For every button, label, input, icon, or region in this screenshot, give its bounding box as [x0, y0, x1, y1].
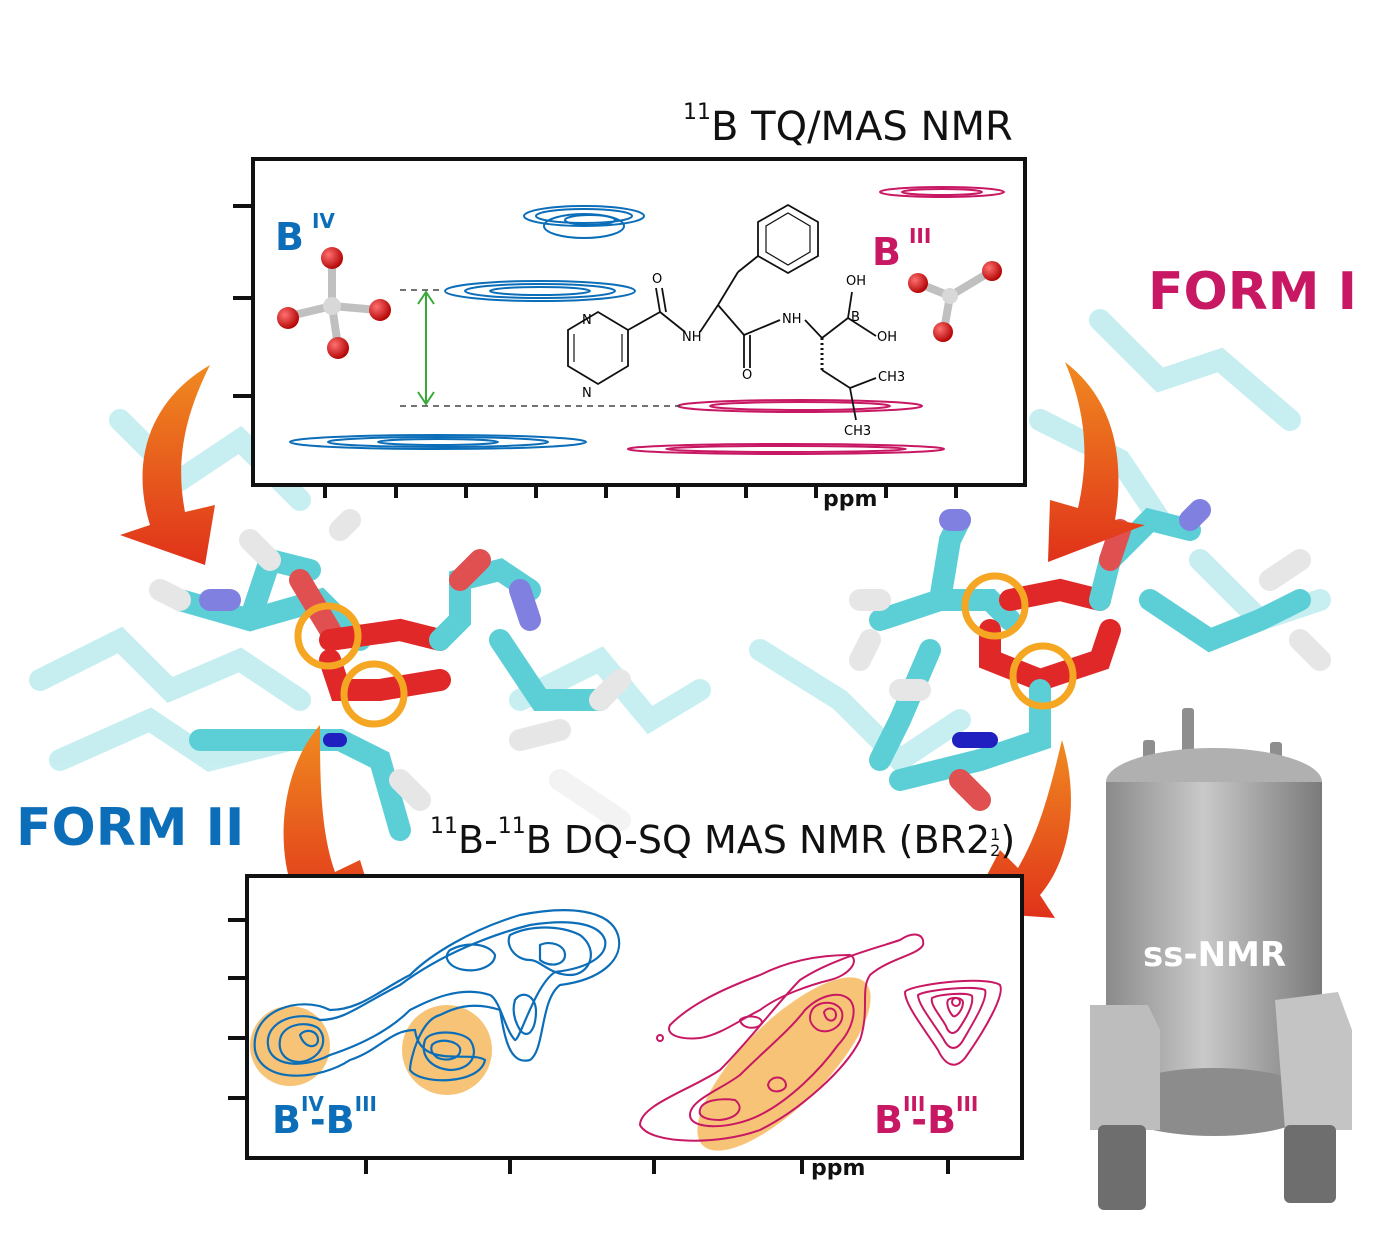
highlight-circle: [294, 602, 362, 670]
dq-sq-isotope-2: 11: [497, 814, 526, 839]
b-letter: B: [927, 1098, 957, 1142]
atom-oh-top: OH: [846, 274, 867, 289]
atom-o-bottom: O: [742, 368, 753, 383]
b-iii-b-iii-label: BIII-BIII: [874, 1092, 978, 1142]
blue-contours-top: [289, 205, 645, 450]
atom-oh-right: OH: [877, 330, 898, 345]
b-iii-sup: III: [902, 1092, 926, 1116]
ppm-axis-label-bottom: ppm: [811, 1156, 866, 1181]
ss-nmr-label: ss-NMR: [1143, 935, 1287, 975]
b-iii-letter: B: [872, 230, 901, 274]
blue-contours-bottom: [253, 909, 621, 1082]
highlight-circles: [294, 572, 1077, 728]
atom-n-top: N: [582, 313, 592, 328]
atom-ch3-bottom: CH3: [844, 424, 872, 439]
tq-mas-isotope: 11: [683, 100, 711, 125]
ss-nmr-instrument: [1090, 708, 1352, 1210]
form-2-label: FORM II: [16, 798, 245, 858]
dash: -: [309, 1098, 326, 1142]
b-iii-sup: III: [956, 1092, 979, 1116]
b-iv-label-top: B IV: [275, 209, 335, 259]
arrow-bottom-right: [968, 740, 1071, 918]
dq-sq-spectrum-panel: [228, 874, 1024, 1174]
form-1-label: FORM I: [1148, 262, 1357, 322]
arrow-top-left: [120, 365, 215, 565]
dq-sq-close: ): [1000, 818, 1016, 862]
b-letter: B: [325, 1098, 355, 1142]
b-letter: B: [874, 1098, 903, 1142]
ppm-axis-label-top: ppm: [823, 487, 878, 512]
molecule-form-2: [149, 509, 631, 841]
pink-contours-bottom: [638, 933, 1002, 1142]
atom-nh-left: NH: [682, 330, 702, 345]
arrow-top-right: [1048, 362, 1145, 562]
tq-mas-title: 11B TQ/MAS NMR: [683, 100, 1013, 150]
b-letter: B: [272, 1098, 301, 1142]
tq-mas-title-text: B TQ/MAS NMR: [711, 104, 1013, 150]
atom-ch3-right: CH3: [878, 370, 906, 385]
atom-b: B: [851, 310, 860, 325]
chemical-structure: [567, 203, 877, 421]
dash: -: [911, 1098, 928, 1142]
tq-mas-spectrum-panel: [233, 157, 1027, 498]
b-iii-ball-stick: [908, 261, 1002, 342]
dq-sq-isotope-1: 11: [430, 814, 458, 839]
b-iii-label-top: B III: [872, 224, 931, 274]
dq-sq-title-text: B DQ-SQ MAS NMR (BR2: [525, 818, 991, 862]
b-iii-sup: III: [908, 224, 932, 248]
b-iv-b-iii-label: BIV-BIII: [272, 1092, 377, 1142]
highlight-circle: [340, 660, 408, 728]
atom-nh-right: NH: [782, 312, 802, 327]
dq-sq-frac-den: 2: [990, 840, 1001, 860]
atom-n-bottom: N: [582, 386, 592, 401]
dq-sq-b1: B-: [458, 818, 498, 862]
b-iv-sup: IV: [311, 209, 335, 233]
atom-o-top: O: [652, 272, 663, 287]
highlight-circle: [961, 572, 1029, 640]
b-iii-sup: III: [354, 1092, 377, 1116]
highlight-circle: [1009, 642, 1077, 710]
dq-sq-frac-num: 1: [990, 824, 1001, 844]
b-iv-letter: B: [275, 215, 304, 259]
b-iv-ball-stick: [277, 247, 391, 359]
b-iv-sup: IV: [300, 1092, 324, 1116]
